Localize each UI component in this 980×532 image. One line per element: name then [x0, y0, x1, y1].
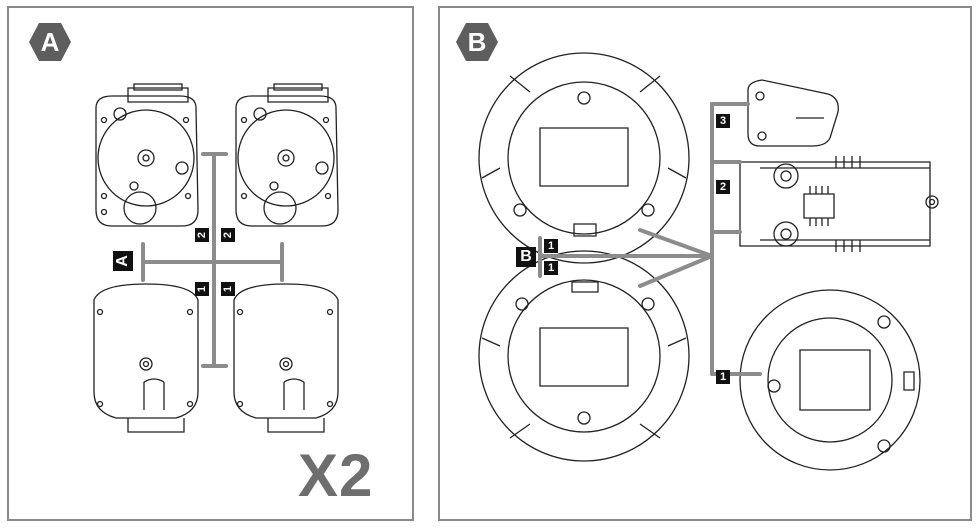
part-b-cap: [747, 79, 839, 147]
sprue-b-label: B: [516, 247, 536, 267]
part-number-tag: 3: [716, 114, 730, 128]
part-a-bottom-right: [233, 283, 339, 433]
panel-b-letter: B: [467, 27, 487, 57]
part-number-tag: 1: [716, 370, 730, 384]
part-number-tag: 1: [544, 261, 558, 275]
part-a-top-right: [235, 83, 339, 227]
hexagon-badge-icon: [29, 23, 71, 61]
part-number-tag: 2: [716, 180, 730, 194]
part-number-tag: 2: [221, 228, 235, 242]
sprue-a-label: A: [113, 251, 133, 271]
sprue-a: [141, 152, 284, 368]
sprue-b: [538, 102, 762, 376]
panel-b-badge: B: [455, 22, 499, 62]
part-a-bottom-left: [93, 283, 199, 433]
hexagon-badge-icon: [456, 23, 498, 61]
part-number-tag: 1: [221, 282, 235, 296]
part-a-top-left: [95, 83, 199, 227]
part-number-tag: 1: [544, 239, 558, 253]
part-b-half-ring: [739, 289, 921, 471]
part-b-connector: [739, 156, 939, 252]
part-number-tag: 1: [195, 282, 209, 296]
quantity-multiplier: X2: [298, 442, 374, 509]
part-b-ring-top: [478, 52, 690, 264]
panel-a-letter: A: [40, 27, 60, 57]
part-b-ring-bottom: [478, 250, 690, 462]
part-number-tag: 2: [195, 228, 209, 242]
panel-a-badge: A: [28, 22, 72, 62]
